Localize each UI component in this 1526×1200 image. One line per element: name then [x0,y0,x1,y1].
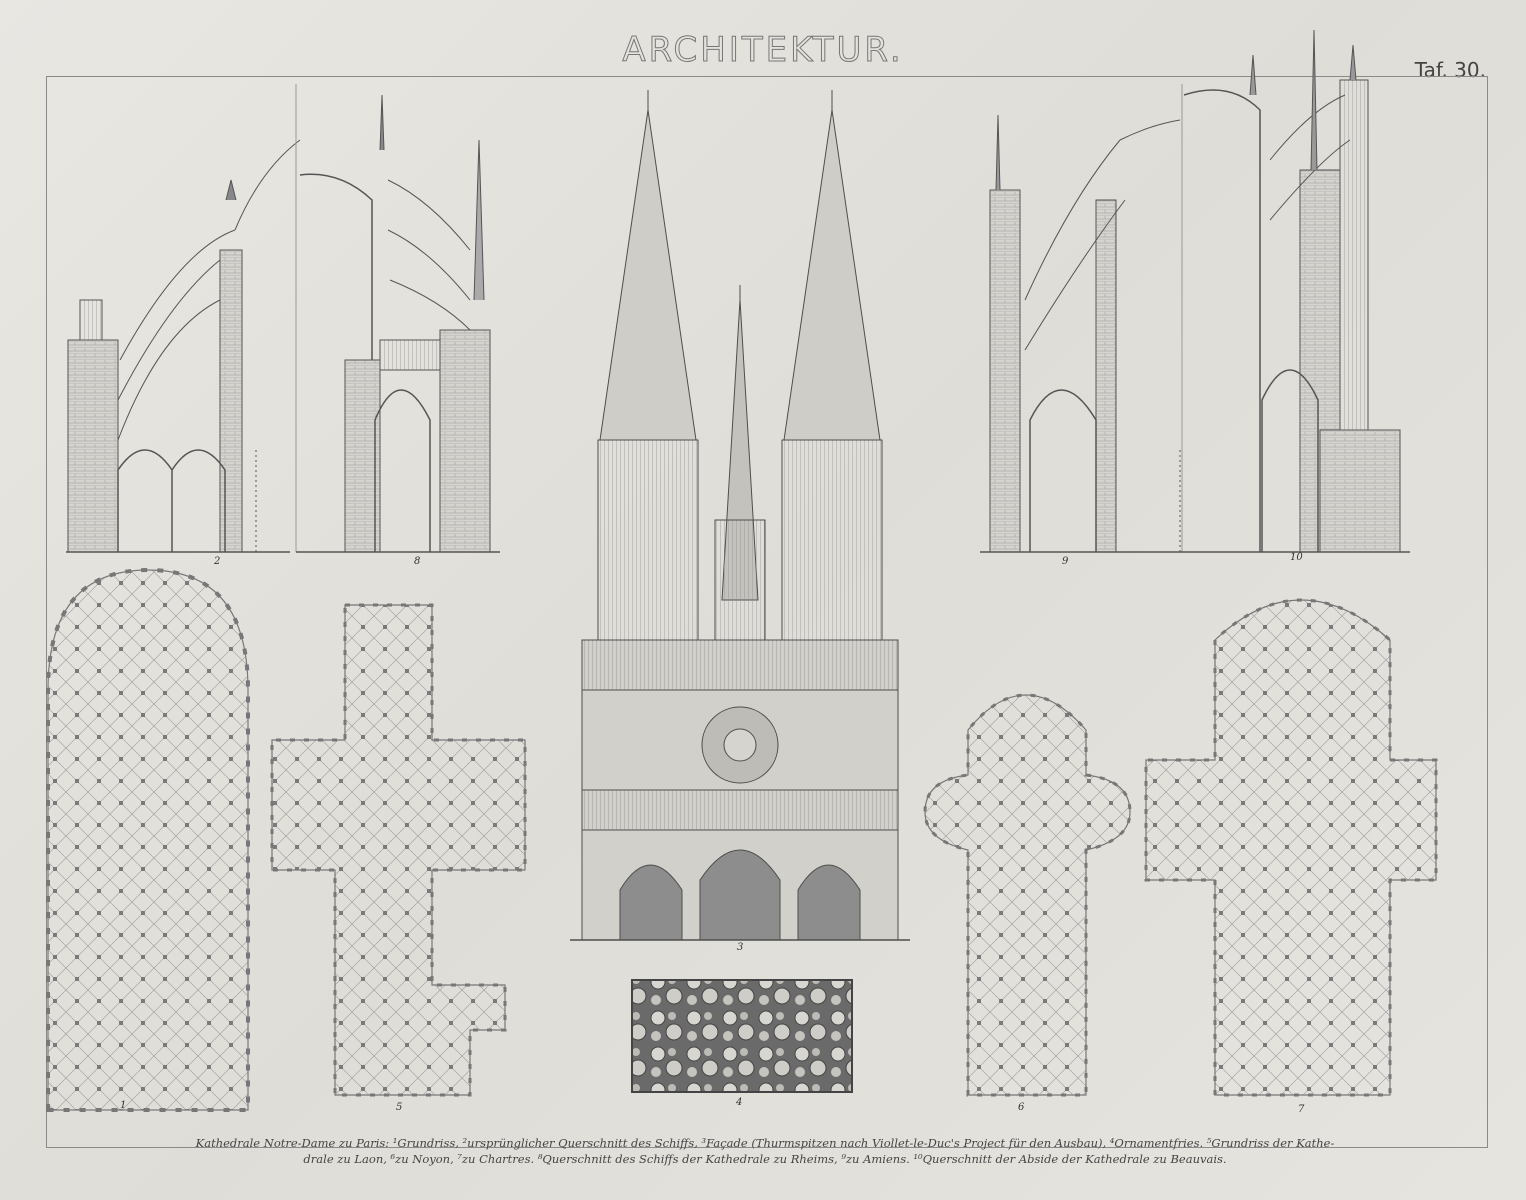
fig-9-cross-section-amiens [980,114,1181,553]
plate-number: Taf. 30. [1414,58,1486,82]
figure-label-10: 10 [1290,552,1303,563]
fig-6-plan-noyon [923,693,1132,1097]
figure-label-6: 6 [1018,1102,1025,1113]
figure-label-4: 4 [736,1097,743,1108]
plate-border [46,76,1488,1148]
figure-label-7: 7 [1298,1104,1305,1115]
fig-10-cross-section-beauvais [1180,29,1410,553]
fig-4-ornamental-frieze [631,979,853,1093]
figure-label-3: 3 [737,942,744,953]
caption-line-2: drale zu Laon, ⁶zu Noyon, ⁷zu Chartres. … [303,1152,1227,1166]
fig-7-plan-chartres [1144,598,1438,1097]
plate-title: ARCHITEKTUR. [622,30,904,71]
fig-1-plan-notre-dame [46,567,250,1112]
fig-8-cross-section-rheims [295,84,500,553]
figure-label-2: 2 [214,556,221,567]
figure-label-9: 9 [1062,556,1069,567]
figure-label-1: 1 [120,1100,127,1111]
fig-3-facade-notre-dame [570,90,910,941]
fig-2-cross-section-notre-dame [66,139,301,553]
fig-5-plan-laon [270,603,527,1097]
figure-label-8: 8 [414,556,421,567]
plate-caption: Kathedrale Notre-Dame zu Paris: ¹Grundri… [80,1135,1450,1167]
caption-line-1: Kathedrale Notre-Dame zu Paris: ¹Grundri… [195,1136,1335,1150]
figure-label-5: 5 [396,1102,403,1113]
